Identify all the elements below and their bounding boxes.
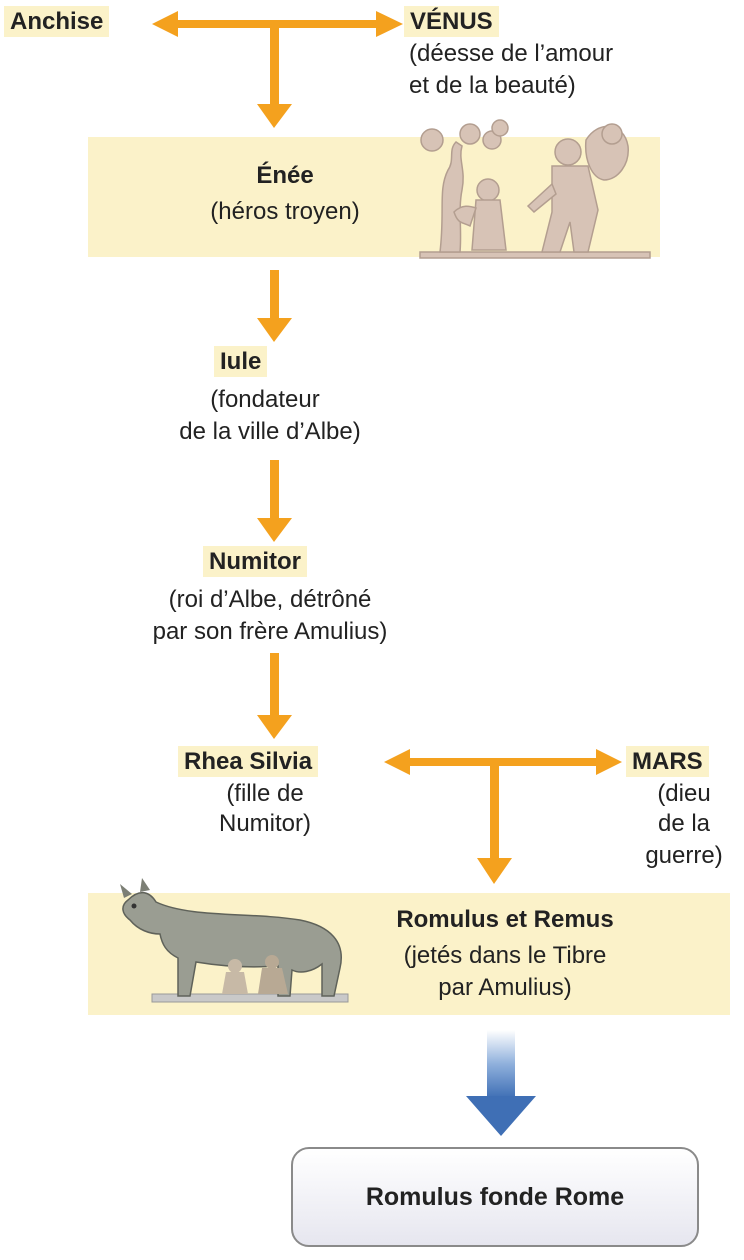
rhea-arrowhead-side — [384, 749, 410, 775]
mars-desc-line1: (dieu — [657, 780, 711, 807]
mars-arrowhead — [596, 749, 622, 775]
numitor-arrowhead — [257, 518, 292, 542]
anchise-label: Anchise — [4, 6, 110, 37]
mars-desc-line3: guerre) — [645, 842, 723, 869]
romulus-remus-desc-line1: (jetés dans le Tibre — [403, 942, 607, 969]
rome-founding-box: Romulus fonde Rome — [291, 1147, 699, 1247]
rhea-desc-line2: Numitor) — [218, 810, 311, 837]
enee-label: Énée — [256, 162, 314, 189]
anchise-arrowhead — [152, 11, 178, 37]
numitor-desc-line1: (roi d’Albe, détrôné — [168, 586, 372, 613]
final-arrowhead — [466, 1096, 536, 1136]
iule-label: Iule — [214, 346, 268, 377]
numitor-desc-line2: par son frère Amulius) — [152, 618, 388, 645]
romulus-remus-label: Romulus et Remus — [396, 906, 614, 933]
romulus-arrowhead — [477, 858, 512, 884]
rhea-mars-child-line — [490, 762, 499, 860]
numitor-label: Numitor — [203, 546, 307, 577]
venus-arrowhead — [376, 11, 403, 37]
iule-numitor-line — [270, 460, 279, 520]
she-wolf-illustration — [120, 878, 349, 1003]
venus-desc-line1: (déesse de l’amour — [409, 40, 614, 67]
rhea-label: Rhea Silvia — [178, 746, 319, 777]
rhea-arrowhead — [257, 715, 292, 739]
aeneas-relief-illustration — [419, 119, 651, 259]
enee-desc: (héros troyen) — [210, 198, 360, 225]
rhea-desc-line1: (fille de — [226, 780, 304, 807]
enee-iule-line — [270, 270, 279, 320]
venus-desc-line2: et de la beauté) — [409, 72, 576, 99]
mars-label: MARS — [626, 746, 709, 777]
anchise-enee-line — [270, 24, 279, 106]
enee-arrowhead — [257, 104, 292, 128]
iule-desc-line2: de la ville d’Albe) — [179, 418, 361, 445]
iule-arrowhead — [257, 318, 292, 342]
venus-label: VÉNUS — [404, 6, 499, 37]
final-arrow-shaft — [487, 1030, 515, 1098]
numitor-rhea-line — [270, 653, 279, 717]
rhea-mars-line — [408, 758, 598, 766]
rome-founding-label: Romulus fonde Rome — [365, 1182, 625, 1211]
romulus-remus-desc-line2: par Amulius) — [438, 974, 572, 1001]
iule-desc-line1: (fondateur — [210, 386, 320, 413]
mars-desc-line2: de la — [657, 810, 711, 837]
